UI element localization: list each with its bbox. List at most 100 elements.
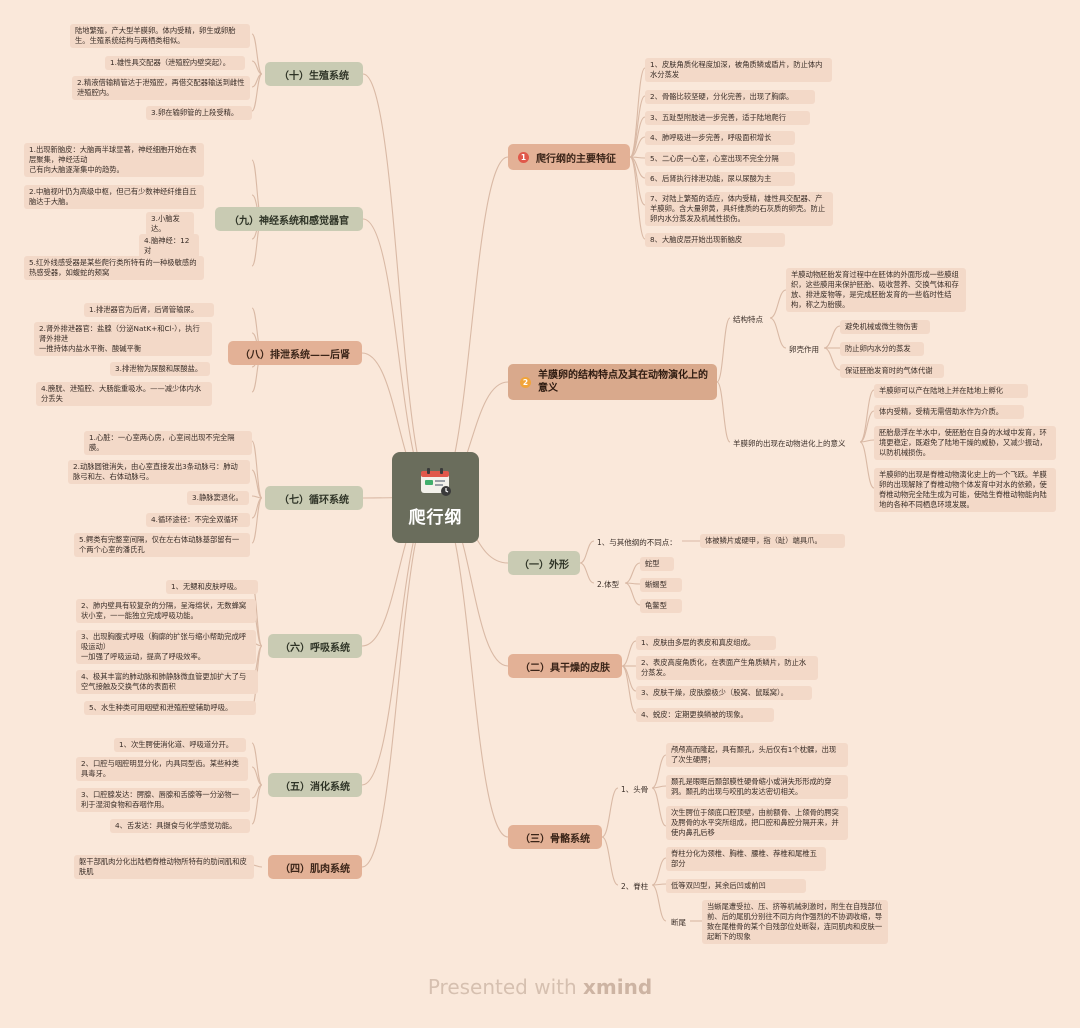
evolution-meaning-item: 羊膜卵可以产在陆地上并在陆地上孵化 <box>874 384 1028 398</box>
body-type-item: 蜥蜴型 <box>640 578 682 592</box>
evolution-meaning-item: 胚胎悬浮在羊水中，使胚胎在自身的水域中发育，环境更稳定，既避免了陆地干燥的威胁，… <box>874 426 1056 460</box>
respiratory-item: 4、极其丰富的肺动脉和肺静脉微血管更加扩大了与空气接触及交换气体的表面积 <box>76 670 258 694</box>
connector-line <box>579 540 595 564</box>
topic-excretory[interactable]: （八）排泄系统——后肾 <box>228 341 362 365</box>
tail-autotomy-text: 当蜥尾遭受拉、压、挤等机械刺激时，附生在自残部位前、后的尾肌分别往不同方向作强烈… <box>702 900 888 944</box>
connector-line <box>716 381 731 443</box>
respiratory-item: 1、无鳃和皮肤呼吸。 <box>166 580 258 594</box>
evolution-meaning-item: 羊膜卵的出现是脊椎动物演化史上的一个飞跃。羊膜卵的出现解除了脊椎动物个体发育中对… <box>874 468 1056 512</box>
topic-respiratory[interactable]: （六）呼吸系统 <box>268 634 362 658</box>
skin-item: 3、皮肤干燥，皮肤腺极少（股窝、鼠蹊窝）。 <box>636 686 812 700</box>
feature-item: 7、对陆上繁殖的适应，体内受精，雄性具交配器、产羊膜卵。含大量卵黄，具纤维质的石… <box>645 192 833 226</box>
digestive-item: 2、口腔与咽腔明显分化，内具同型齿。某些种类具毒牙。 <box>76 757 248 781</box>
connector-line <box>579 562 595 584</box>
skull-label: 1、头骨 <box>621 785 649 794</box>
calendar-check-icon <box>420 468 451 496</box>
connector-line <box>651 785 667 789</box>
shell-function-item: 避免机械或微生物伤害 <box>840 320 930 334</box>
feature-item: 5、二心房一心室，心室出现不完全分隔 <box>645 152 795 166</box>
connector-line <box>251 73 263 112</box>
connector-line <box>769 317 787 349</box>
connector-line <box>769 289 787 319</box>
respiratory-item: 2、肺内壁具有较复杂的分隔，呈海绵状，无数蜂窝状小室，一一能独立完成呼吸功能。 <box>76 599 256 623</box>
connector-line <box>601 787 619 838</box>
feature-item: 8、大脑皮层开始出现新脑皮 <box>645 233 785 247</box>
connector-line <box>251 60 263 75</box>
respiratory-item: 3、出现胸腹式呼吸（胸廓的扩张与缩小帮助完成呼吸运动） 一加强了呼吸运动，提高了… <box>76 630 256 664</box>
excretory-item: 4.膀胱、泄殖腔、大肠能重吸水。——减少体内水分丢失 <box>36 382 212 406</box>
structure-text: 羊膜动物胚胎发育过程中在胚体的外面形成一些膜组织，这些膜用来保护胚胎、吸收营养、… <box>786 268 966 312</box>
topic-digestive[interactable]: （五）消化系统 <box>268 773 362 797</box>
connector-line <box>251 766 263 786</box>
connector-line <box>621 640 637 667</box>
connector-line <box>823 325 841 349</box>
connector-line <box>251 440 263 499</box>
digestive-item: 4、舌发达：具摄食与化学感觉功能。 <box>110 819 250 833</box>
connector-line <box>621 665 637 714</box>
skin-item: 2、表皮高度角质化，在表面产生角质鳞片，防止水分蒸发。 <box>636 656 818 680</box>
topic-main-features[interactable]: 1 爬行纲的主要特征 <box>508 144 630 170</box>
excretory-item: 1.排泄器官为后肾，后肾管输尿。 <box>84 303 214 317</box>
evolution-meaning-label: 羊膜卵的出现在动物进化上的意义 <box>733 439 846 448</box>
connector-line <box>362 73 436 498</box>
connector-line <box>251 784 263 825</box>
circulatory-item: 3.静脉窦退化。 <box>187 491 249 505</box>
connector-line <box>651 884 667 922</box>
digestive-item: 3、口腔腺发达：腭腺、唇腺和舌腺等一分泌物一利于湿润食物和吞咽作用。 <box>76 788 250 812</box>
topic-muscular[interactable]: （四）肌肉系统 <box>268 855 362 879</box>
connector-line <box>251 742 263 786</box>
skull-item: 颞孔是眼眶后颞部膜性硬骨缩小或消失形形成的穿洞。颞孔的出现与咬肌的发达密切相关。 <box>666 775 848 799</box>
spine-label: 2、脊柱 <box>621 882 649 891</box>
difference-text: 体被鳞片或硬甲，指（趾）端具爪。 <box>700 534 845 548</box>
skull-item: 颅颅高而隆起，具有颞孔，头后仅有1个枕髁，出现了次生硬腭； <box>666 743 848 767</box>
central-topic[interactable]: 爬行纲 <box>392 452 479 543</box>
tail-autotomy-label: 断尾 <box>671 918 686 927</box>
topic-skeleton[interactable]: （三）骨骼系统 <box>508 825 602 849</box>
structure-label: 结构特点 <box>733 315 763 324</box>
nervous-item: 1.出现新脑皮：大脑两半球显著，神经细胞开始在表层聚集，神经活动 己有向大脑逐渐… <box>24 143 204 177</box>
spine-item: 脊柱分化为颈椎、胸椎、腰椎、荐椎和尾椎五部分 <box>666 847 826 871</box>
connector-line <box>859 439 875 443</box>
connector-line <box>601 836 619 886</box>
circulatory-item: 2.动脉圆锥消失，由心室直接发出3条动脉弓：肺动脉弓和左、右体动脉弓。 <box>68 460 250 484</box>
circulatory-item: 5.鳄类有完整室间隔，仅在左右体动脉基部留有一个两个心室的潘氏孔 <box>74 533 250 557</box>
connector-line <box>823 347 841 371</box>
nervous-item: 3.小脑发达。 <box>146 212 194 236</box>
topic-appearance[interactable]: （一）外形 <box>508 551 580 575</box>
topic-amniotic-egg-label: 羊膜卵的结构特点及其在动物演化上的意义 <box>538 370 708 394</box>
body-type-label: 2.体型 <box>597 580 620 589</box>
connector-line <box>859 389 875 443</box>
topic-nervous[interactable]: （九）神经系统和感觉器官 <box>215 207 363 231</box>
connector-line <box>716 317 731 383</box>
topic-amniotic-egg[interactable]: 2 羊膜卵的结构特点及其在动物演化上的意义 <box>508 364 717 400</box>
nervous-item: 2.中脑视叶仍为高级中枢，但己有少数神经纤维自丘脑达于大脑。 <box>24 185 204 209</box>
connector-line <box>624 582 641 606</box>
feature-item: 3、五趾型附肢进一步完善，适于陆地爬行 <box>645 111 810 125</box>
skin-item: 1、皮肤由多层的表皮和真皮组成。 <box>636 636 776 650</box>
shell-function-item: 防止卵内水分的蒸发 <box>840 342 924 356</box>
reproductive-item: 2.精液借输精管达于泄殖腔，再借交配器输送到雌性泄殖腔内。 <box>72 76 250 100</box>
connector-line <box>629 156 646 240</box>
feature-item: 1、皮肤角质化程度加深，被角质鳞或盾片，防止体内水分蒸发 <box>645 58 832 82</box>
connector-line <box>651 883 667 886</box>
feature-item: 2、骨骼比较坚硬，分化完善，出现了胸廓。 <box>645 90 815 104</box>
circulatory-item: 4.循环途径：不完全双循环 <box>146 513 250 527</box>
connector-line <box>251 497 263 544</box>
excretory-item: 2.肾外排泄器官：盐腺（分泌NatK+和Cl-），执行肾外排泄 一推持体内盐水平… <box>34 322 212 356</box>
connector-line <box>624 562 641 584</box>
connector-line <box>434 496 509 838</box>
central-title: 爬行纲 <box>408 508 463 528</box>
connector-line <box>629 116 646 158</box>
shell-function-item: 保证胚胎发育时的气体代谢 <box>840 364 944 378</box>
number-1-badge: 1 <box>518 151 529 163</box>
evolution-meaning-item: 体内受精，受精无需借助水作为介质。 <box>874 405 1024 419</box>
xmind-watermark: Presented with xmind <box>0 975 1080 999</box>
topic-dry-skin[interactable]: （二）具干燥的皮肤 <box>508 654 622 678</box>
feature-item: 6、后肾执行排泄功能，尿以尿酸为主 <box>645 172 795 186</box>
topic-circulatory[interactable]: （七）循环系统 <box>265 486 363 510</box>
connector-line <box>251 33 263 75</box>
spine-item: 低等双凹型，其余后凹或前凹 <box>666 879 806 893</box>
feature-item: 4、肺呼吸进一步完善，呼吸面积增长 <box>645 131 795 145</box>
nervous-item: 5.红外线感受器是某些爬行类所特有的一种极敏感的热感受器，如蝮蛇的颊窝 <box>24 256 204 280</box>
topic-reproductive[interactable]: （十）生殖系统 <box>265 62 363 86</box>
